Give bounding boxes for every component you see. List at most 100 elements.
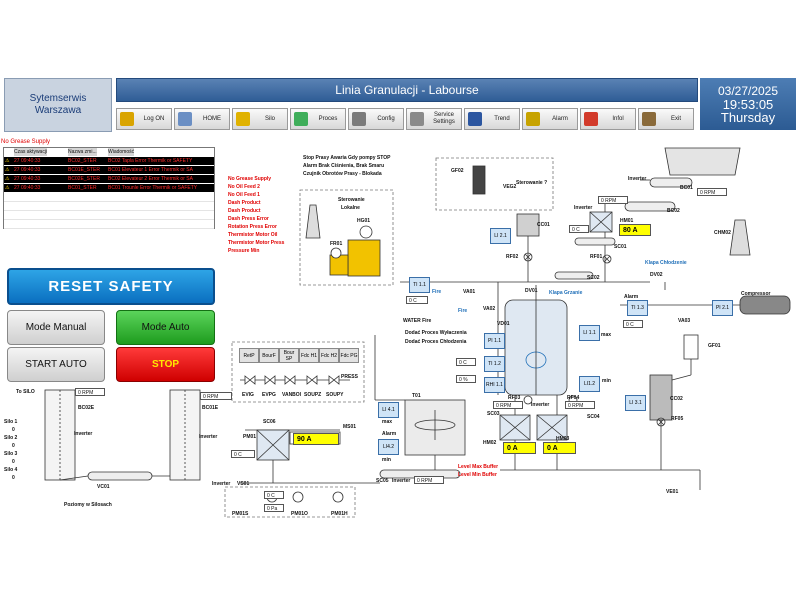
config-icon — [352, 112, 366, 126]
brand-logo: Sytemserwis Warszawa — [4, 78, 112, 132]
pdf-icon — [584, 112, 598, 126]
li31-indicator[interactable]: LI 3.1 — [625, 395, 646, 411]
t01-label: T01 — [412, 393, 421, 399]
exit-icon — [642, 112, 656, 126]
nav-service-settings-button[interactable]: Service Settings — [406, 108, 462, 130]
rf04-rpm: 0 RPM — [565, 401, 595, 409]
alarm-cell-time: 27 09:40:33 — [14, 167, 41, 173]
hm03-current: 0 A — [543, 442, 576, 454]
press-note: Alarm Brak Ciśnienia, Brak Smaru — [303, 163, 385, 169]
cc02-label: CC02 — [670, 396, 683, 402]
silo-4-label: Silo 4 — [4, 467, 18, 473]
rf04-label: RF04 — [567, 395, 580, 401]
pm01o-value: 0 C — [264, 491, 284, 499]
valve-icon — [328, 375, 340, 385]
brand-line2: Warszawa — [34, 105, 82, 116]
hg01-label: HG01 — [357, 218, 371, 224]
alarm-cell-msg: BC02 Elevateur 2 Error Thermik or SA — [108, 176, 193, 182]
compressor-label: Compressor — [741, 291, 771, 297]
nav-button-label: Config — [377, 115, 395, 122]
inverter-label: Inverter — [531, 402, 550, 408]
rf05-label: RF05 — [671, 416, 684, 422]
pm01-temp: 0 C — [231, 450, 255, 458]
nav-infol-button[interactable]: Infol — [580, 108, 636, 130]
nav-alarm-button[interactable]: Alarm — [522, 108, 578, 130]
mixer-max-label: max — [382, 419, 393, 425]
rf03-label: RF03 — [508, 395, 521, 401]
clock-date: 03/27/2025 — [717, 83, 779, 98]
press-control-button[interactable]: Bour SP — [279, 348, 299, 363]
start-auto-button[interactable]: START AUTO — [7, 347, 105, 382]
valve-icon — [244, 375, 256, 385]
mixer-min-label: min — [382, 457, 391, 463]
pm01o-label: PM01O — [291, 511, 308, 517]
alarm-cell-msg: BC01 Trounle Error Thermik or SAFETY — [108, 185, 198, 191]
reset-safety-button[interactable]: RESET SAFETY — [7, 268, 215, 305]
press-note: Stop Prasy Awaria Gdy pompy STOP — [303, 155, 391, 161]
pi21-indicator[interactable]: PI 2.1 — [712, 300, 733, 316]
ti12-value: 0 % — [456, 375, 476, 383]
valve-label: SOUPY — [326, 392, 344, 398]
silo-icon — [236, 112, 250, 126]
li41-indicator[interactable]: LI 4.1 — [378, 402, 399, 418]
control-question-label: Sterowanie ? — [516, 180, 548, 186]
instrument-tag: LI 2.1 — [494, 233, 507, 239]
press-control-button[interactable]: RetP — [239, 348, 259, 363]
alarm-panel-title: No Grease Supply — [1, 139, 51, 145]
local-control-subtitle: Lokalne — [341, 205, 360, 211]
hm01-current: 80 A — [619, 224, 651, 236]
hm01-label: HM01 — [620, 218, 634, 224]
li11-indicator[interactable]: LI 1.1 — [579, 325, 600, 341]
ti11-value: 0 C — [406, 296, 428, 304]
mode-auto-button[interactable]: Mode Auto — [116, 310, 215, 345]
ti13-value: 0 C — [623, 320, 643, 328]
li11-max-label: max — [601, 332, 612, 338]
ti12-indicator[interactable]: TI 1.2 — [484, 356, 505, 372]
mode-manual-button[interactable]: Mode Manual — [7, 310, 105, 345]
sc04-label: SC04 — [587, 414, 600, 420]
instrument-tag: PI 2.1 — [715, 305, 730, 311]
li42-indicator[interactable]: LI4.2 — [378, 439, 399, 455]
nav-proces-button[interactable]: Proces — [290, 108, 346, 130]
inverter-label: Inverter — [212, 481, 231, 487]
alarm-column-header[interactable]: Wiadomość — [108, 148, 135, 156]
press-control-button[interactable]: Fdc PG — [339, 348, 359, 363]
dv02-label: DV02 — [650, 272, 663, 278]
alarm-column-header[interactable]: Nazwa zmi... — [68, 148, 97, 156]
hm03-label: HM03 — [556, 436, 570, 442]
pi11-value: 0 C — [456, 358, 476, 366]
li12-indicator[interactable]: LI1.2 — [579, 376, 600, 392]
nav-trend-button[interactable]: Trend — [464, 108, 520, 130]
press-control-button[interactable]: Fdc H1 — [299, 348, 319, 363]
inverter-label: Inverter — [199, 434, 218, 440]
nav-button-label: Trend — [494, 115, 510, 122]
add-cooling-process-label: Dodać Proces Chłodzenia — [405, 339, 467, 345]
nav-home-button[interactable]: HOME — [174, 108, 230, 130]
alarm-column-header[interactable]: Czas aktywacji — [14, 148, 48, 156]
cc01-label: CC01 — [537, 222, 550, 228]
pi11-indicator[interactable]: PI 1.1 — [484, 333, 505, 349]
ti13-indicator[interactable]: TI 1.3 — [627, 300, 648, 316]
process-icon — [294, 112, 308, 126]
pm01-current: 90 A — [293, 433, 339, 445]
li21-indicator[interactable]: LI 2.1 — [490, 228, 511, 244]
nav-silo-button[interactable]: Silo — [232, 108, 288, 130]
nav-log-on-button[interactable]: Log ON — [116, 108, 172, 130]
nav-exit-button[interactable]: Exit — [638, 108, 694, 130]
ti11-indicator[interactable]: TI 1.1 — [409, 277, 430, 293]
alarm-status-item: Thermistor Motor Oil — [228, 232, 278, 238]
press-control-button[interactable]: Fdc H2 — [319, 348, 339, 363]
rhi11-indicator[interactable]: RHI 1.1 — [484, 377, 505, 393]
stop-button[interactable]: STOP — [116, 347, 215, 382]
press-control-button[interactable]: BourF — [259, 348, 279, 363]
rhi-rpm: 0 RPM — [493, 401, 523, 409]
fr01-label: FR01 — [330, 241, 343, 247]
nav-config-button[interactable]: Config — [348, 108, 404, 130]
alarm-empty-row — [4, 211, 214, 220]
